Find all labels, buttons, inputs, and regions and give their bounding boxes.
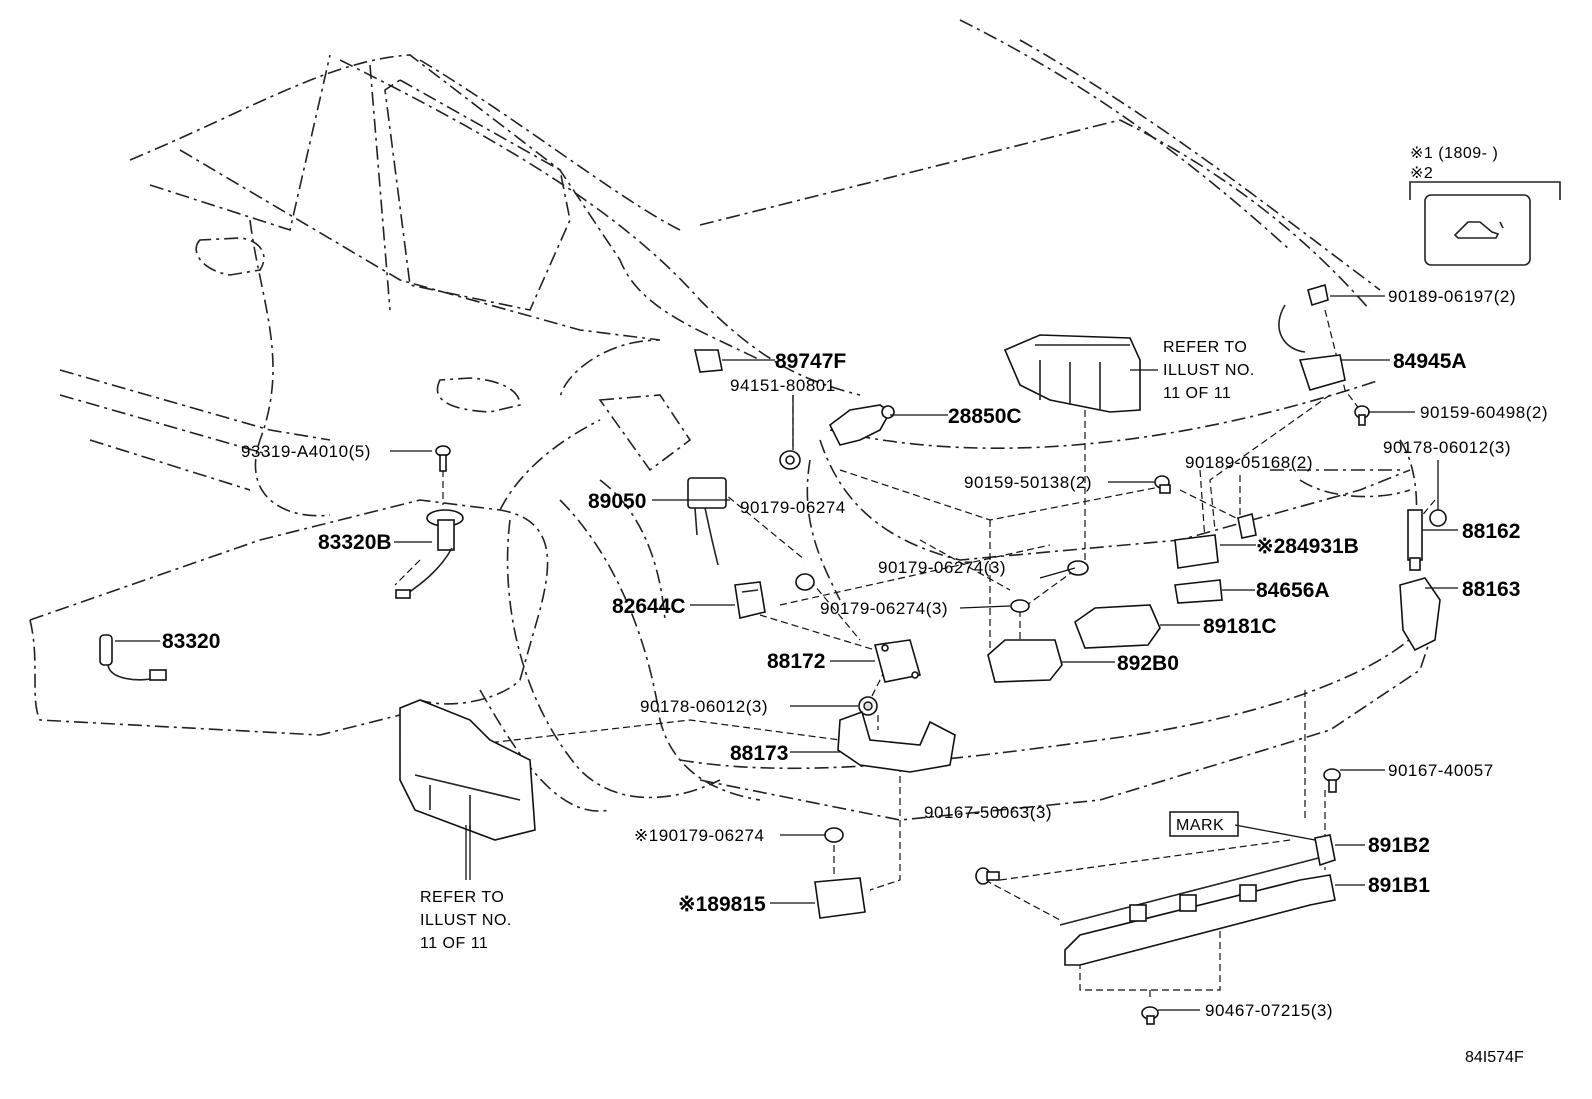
refer-top-line-1: REFER TO [1163,339,1247,356]
module-89050 [687,477,727,566]
sensor-83320B [395,509,464,599]
connector-82644C [734,581,766,619]
label-90178-06012-a: 90178-06012(3) [640,697,768,716]
label-90179-06274-c: 90179-06274(3) [820,599,948,618]
label-90167-40057: 90167-40057 [1388,761,1494,780]
bracket-84945A [1278,304,1346,391]
sensor-88172 [873,639,922,683]
label-892B0: 892B0 [1117,652,1179,675]
vehicle-outline [29,19,1431,821]
label-28850C: 28850C [948,405,1022,428]
label-90179-06274-d: ※190179-06274 [634,826,764,845]
legend-line-2: ※2 [1410,165,1433,182]
label-89747F: 89747F [775,350,846,373]
label-88172: 88172 [767,650,825,673]
refer-top-line-3: 11 OF 11 [1163,385,1231,402]
label-90167-50063: 90167-50063(3) [924,803,1052,822]
label-83320: 83320 [162,630,220,653]
refer-note-bottom: REFER TO ILLUST NO. 11 OF 11 [420,889,512,952]
label-mark: MARK [1176,817,1224,834]
label-90179-06274-b: 90179-06274(3) [878,558,1006,577]
leader-lines [115,295,1458,1011]
screw-90467 [1141,1006,1159,1025]
label-84931B: ※284931B [1256,535,1359,558]
refer-bottom-line-3: 11 OF 11 [420,935,488,952]
label-84945A: 84945A [1393,350,1467,373]
bracket-88173 [837,710,956,773]
rail-891B2 [1059,834,1336,926]
label-891B2: 891B2 [1368,834,1430,857]
label-89181C: 89181C [1203,615,1277,638]
label-84656A: 84656A [1256,579,1330,602]
figure-id: 84I574F [1465,1049,1524,1066]
label-89050: 89050 [588,490,646,513]
refer-note-top: REFER TO ILLUST NO. 11 OF 11 [1163,339,1255,402]
label-88162: 88162 [1462,520,1520,543]
module-top [1003,334,1141,413]
screw-90159-a [1154,475,1171,494]
part-labels: 93319-A4010(5) 83320B 83320 89747F 94151… [162,287,1548,1020]
clip-89747F [693,349,723,373]
label-90467-07215: 90467-07215(3) [1205,1001,1333,1020]
legend: ※1 (1809- ) ※2 [1409,145,1561,266]
wave-icon [1499,221,1504,229]
label-94151-80801: 94151-80801 [730,376,836,395]
label-90179-06274-a: 90179-06274 [740,498,846,517]
sensor-83320 [99,634,167,681]
clip-90189-b [1307,283,1329,307]
switch-84656A [1174,579,1223,604]
legend-line-1: ※1 (1809- ) [1410,145,1498,162]
screw-90167-b [975,867,1000,885]
bracket-camera [1174,534,1219,569]
nut-90179-a [795,573,815,591]
mark-box: MARK [1169,811,1239,837]
label-93319-A4010: 93319-A4010(5) [241,442,371,461]
label-90189-05168: 90189-05168(2) [1185,453,1313,472]
refer-bottom-line-1: REFER TO [420,889,504,906]
label-83320B: 83320B [318,531,392,554]
refer-top-line-2: ILLUST NO. [1163,362,1255,379]
car-icon [1453,221,1500,239]
bracket-88163 [1399,577,1441,652]
label-82644C: 82644C [612,595,686,618]
nut-90179-d [824,827,844,843]
label-891B1: 891B1 [1368,874,1430,897]
screw-90159-b [1354,405,1370,426]
parts [99,283,1447,1025]
module-89815 [814,877,866,919]
label-89815: ※189815 [678,893,766,916]
screw-90167-a [1323,768,1341,793]
nut-90178-a [858,696,878,716]
bracket-891B1 [1064,874,1336,966]
sensor-88162 [1407,509,1423,571]
refer-bottom-line-2: ILLUST NO. [420,912,512,929]
module-bottom [399,699,536,841]
nut-90179-b [1067,560,1089,576]
label-88173: 88173 [730,742,788,765]
label-90159-50138: 90159-50138(2) [964,473,1092,492]
nut-90178-b [1429,509,1447,527]
label-90189-06197: 90189-06197(2) [1388,287,1516,306]
module-89181C [1074,604,1161,649]
module-892B0 [987,639,1063,683]
bracket-28850C [828,404,895,446]
screw-93319 [435,445,451,472]
label-90159-60498: 90159-60498(2) [1420,403,1548,422]
part-84931B [1237,512,1257,539]
nut-90179-c [1010,599,1030,613]
label-90178-06012-b: 90178-06012(3) [1383,438,1511,457]
label-88163: 88163 [1462,578,1520,601]
nut-94151 [779,450,801,470]
